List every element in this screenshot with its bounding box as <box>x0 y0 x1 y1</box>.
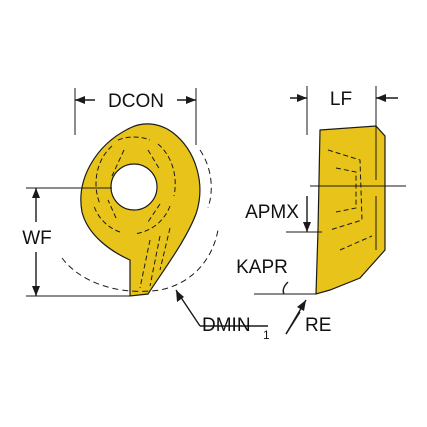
dcon-dimension: DCON <box>74 88 197 145</box>
apmx-dimension: APMX <box>245 196 322 233</box>
wf-arrow-top <box>32 188 40 198</box>
kapr-arc <box>282 281 289 295</box>
re-arrow <box>297 300 306 311</box>
insert-front-ring-dash-2 <box>107 149 161 223</box>
wf-arrow-bottom <box>32 286 40 296</box>
dmin-dimension: DMIN 1 <box>175 289 270 342</box>
insert-side-view <box>310 125 406 295</box>
apmx-label: APMX <box>245 202 299 223</box>
dmin-arc-upper <box>199 149 212 209</box>
kapr-dimension: KAPR <box>236 257 316 295</box>
dcon-arrow-left <box>75 96 85 104</box>
wf-label: WF <box>22 228 52 249</box>
insert-front-body <box>80 123 201 297</box>
lf-dimension: LF <box>290 86 398 135</box>
dcon-arrow-right <box>186 96 196 104</box>
kapr-label: KAPR <box>236 257 288 278</box>
lf-arrow-right <box>376 94 386 102</box>
insert-side-body <box>315 125 386 295</box>
re-dimension: RE <box>285 299 331 336</box>
wf-dimension: WF <box>22 187 130 297</box>
lf-arrow-left <box>297 94 307 102</box>
insert-front-ring-dash <box>93 136 176 235</box>
dmin-arrow <box>176 290 184 302</box>
insert-front-tail-dash <box>139 227 171 289</box>
lf-label: LF <box>330 89 352 110</box>
insert-front-view <box>61 123 219 297</box>
apmx-arrow <box>303 222 311 232</box>
re-leader-2 <box>285 311 301 335</box>
dmin-sub-label: 1 <box>263 328 270 342</box>
insert-center-hole <box>110 163 158 211</box>
dmin-label: DMIN <box>202 315 251 336</box>
dcon-label: DCON <box>108 91 164 112</box>
re-label: RE <box>305 315 331 336</box>
